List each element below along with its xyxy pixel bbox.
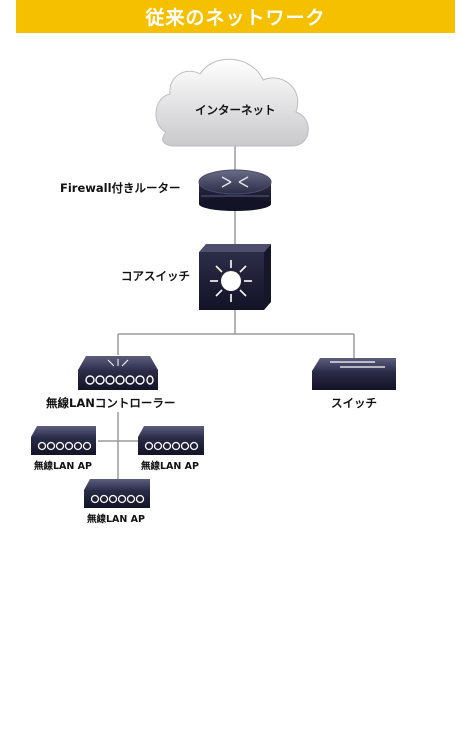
connection-lines bbox=[98, 145, 355, 480]
switch-icon bbox=[312, 358, 396, 390]
router-icon bbox=[198, 169, 272, 211]
wlan-controller-label: 無線LANコントローラー bbox=[46, 396, 176, 410]
internet-cloud-icon bbox=[155, 58, 309, 147]
core-switch-icon bbox=[199, 244, 271, 310]
wlan-controller-icon bbox=[78, 356, 158, 390]
access-point-3-label: 無線LAN AP bbox=[87, 514, 145, 525]
access-point-3-icon bbox=[84, 479, 150, 508]
internet-label: インターネット bbox=[195, 103, 276, 117]
access-point-1-label: 無線LAN AP bbox=[34, 461, 92, 472]
access-point-2-icon bbox=[138, 426, 204, 455]
router-label: Firewall付きルーター bbox=[60, 181, 181, 195]
access-point-1-icon bbox=[31, 426, 96, 455]
header-title: 従来のネットワーク bbox=[145, 7, 326, 29]
switch-label: スイッチ bbox=[331, 396, 377, 410]
access-point-2-label: 無線LAN AP bbox=[141, 461, 199, 472]
core-switch-label: コアスイッチ bbox=[121, 269, 190, 283]
header-banner: 従来のネットワーク bbox=[16, 0, 455, 33]
